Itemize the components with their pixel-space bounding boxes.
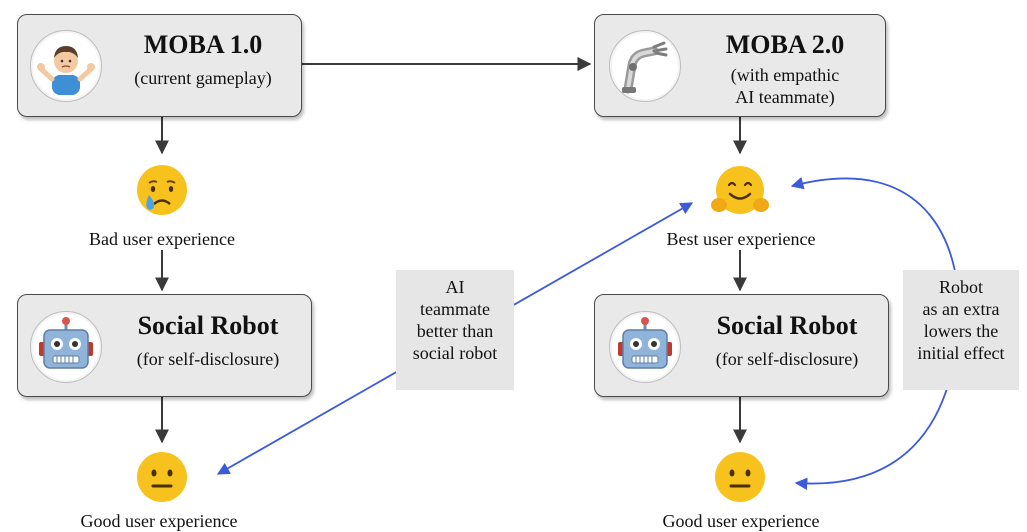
robot-arm-icon (609, 30, 681, 102)
crying-face-icon (137, 165, 187, 215)
moba2-subtitle-line1: (with empathic (730, 65, 840, 85)
note-ai-teammate-line1: AI (445, 277, 465, 297)
social-robot-left-box: Social Robot (for self-disclosure) (17, 294, 312, 397)
outcome-left-mid-label: Bad user experience (89, 229, 235, 249)
moba2-subtitle-line2: AI teammate) (735, 87, 835, 107)
hugging-face-icon (711, 166, 769, 214)
note-robot-extra-line3: lowers the (923, 321, 999, 341)
neutral-face-icon (715, 452, 765, 502)
moba1-box: MOBA 1.0 (current gameplay) (17, 14, 302, 117)
moba2-title: MOBA 2.0 (725, 30, 845, 59)
shrugging-person-icon (30, 30, 102, 102)
note-ai-teammate-line3: better than (416, 321, 494, 341)
moba1-subtitle: (current gameplay) (134, 68, 272, 88)
robot-face-icon (30, 311, 102, 383)
social-robot-left-title: Social Robot (137, 311, 279, 340)
outcome-right-mid-label: Best user experience (666, 229, 816, 249)
note-ai-teammate-line4: social robot (412, 343, 498, 363)
outcome-left-bottom-label: Good user experience (80, 511, 238, 531)
note-robot-extra: Robot as an extra lowers the initial eff… (903, 270, 1019, 390)
robot-face-icon (609, 311, 681, 383)
moba2-box: MOBA 2.0 (with empathic AI teammate) (594, 14, 886, 117)
social-robot-right-subtitle: (for self-disclosure) (715, 349, 859, 369)
note-robot-extra-line4: initial effect (917, 343, 1005, 363)
outcome-right-bottom-label: Good user experience (662, 511, 820, 531)
neutral-face-icon (137, 452, 187, 502)
social-robot-left-subtitle: (for self-disclosure) (136, 349, 280, 369)
note-ai-teammate-line2: teammate (420, 299, 490, 319)
social-robot-right-title: Social Robot (716, 311, 858, 340)
note-robot-extra-line2: as an extra (922, 299, 1000, 319)
note-robot-extra-line1: Robot (938, 277, 983, 297)
note-ai-teammate: AI teammate better than social robot (396, 270, 514, 390)
moba1-title: MOBA 1.0 (143, 30, 263, 59)
social-robot-right-box: Social Robot (for self-disclosure) (594, 294, 889, 397)
